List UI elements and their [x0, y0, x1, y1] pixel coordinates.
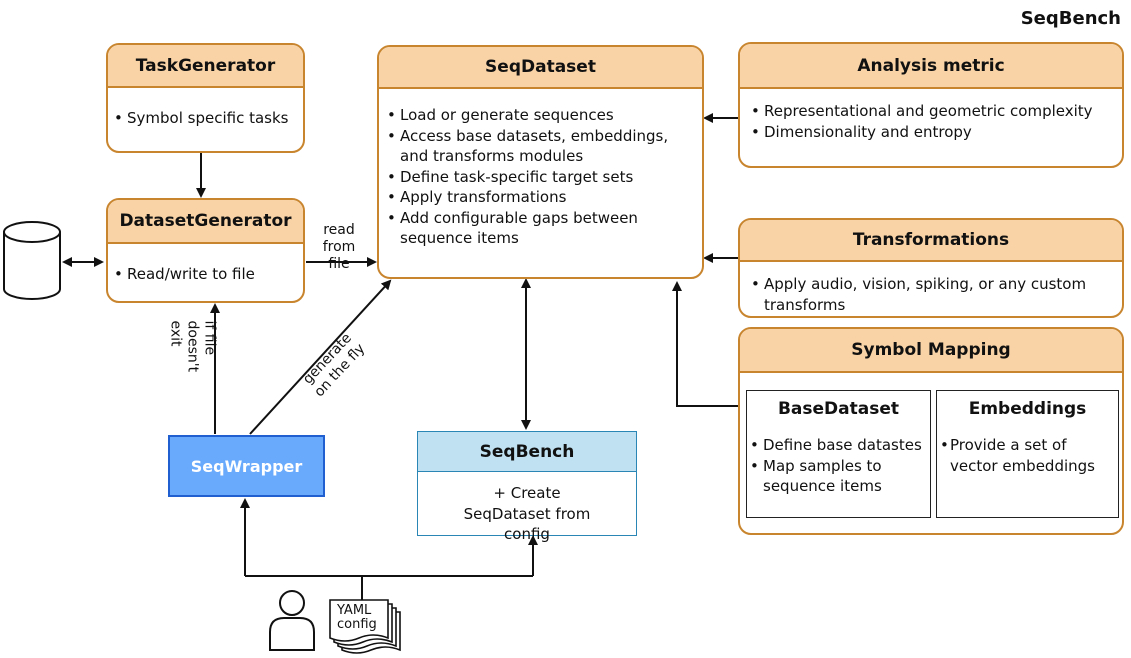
seq-bench-title: SeqBench: [418, 432, 636, 472]
task-generator-title: TaskGenerator: [108, 45, 303, 88]
list-item: Map samples to sequence items: [749, 456, 926, 497]
document-stack-icon: [329, 599, 401, 654]
diagram-title: SeqBench: [1020, 8, 1121, 29]
dataset-generator-title: DatasetGenerator: [108, 200, 303, 244]
list-item: Symbol specific tasks: [113, 108, 303, 129]
read-from-file-label: read from file: [322, 222, 356, 272]
arrow-symbol-to-dataset: [672, 281, 738, 407]
list-item: Dimensionality and entropy: [750, 122, 1116, 143]
if-file-doesnt-exist-label: if file doesn't exit: [167, 320, 218, 373]
symbol-mapping-title: Symbol Mapping: [740, 329, 1122, 373]
list-item: Apply transformations: [386, 187, 694, 208]
database-icon: [3, 221, 61, 300]
seq-dataset-card: SeqDataset Load or generate sequences Ac…: [377, 45, 704, 279]
seq-bench-box: SeqBench + Create SeqDataset from config: [417, 431, 637, 543]
list-item: Access base datasets, embeddings, and tr…: [386, 126, 694, 167]
seq-dataset-title: SeqDataset: [379, 47, 702, 89]
list-item: Read/write to file: [113, 264, 303, 285]
seq-wrapper-box: SeqWrapper: [168, 435, 325, 497]
embeddings-title: Embeddings: [968, 399, 1087, 419]
base-dataset-box: BaseDataset Define base datastes Map sam…: [746, 390, 931, 518]
list-item: Define base datastes: [749, 435, 926, 456]
embeddings-box: Embeddings Provide a set of vector embed…: [936, 390, 1119, 518]
seq-wrapper-title: SeqWrapper: [190, 456, 303, 476]
list-item: Define task-specific target sets: [386, 167, 694, 188]
analysis-metric-card: Analysis metric Representational and geo…: [738, 42, 1124, 168]
yaml-config-label: YAML config: [337, 603, 377, 632]
list-item: Load or generate sequences: [386, 105, 694, 126]
seq-bench-text: + Create SeqDataset from config: [463, 484, 591, 543]
task-generator-card: TaskGenerator Symbol specific tasks: [106, 43, 305, 153]
list-item: Provide a set of vector embeddings: [939, 435, 1114, 476]
arrow-generate-on-the-fly: [249, 279, 392, 435]
base-dataset-title: BaseDataset: [777, 399, 900, 419]
list-item: Add configurable gaps between sequence i…: [386, 208, 694, 249]
dataset-generator-card: DatasetGenerator Read/write to file: [106, 198, 305, 303]
list-item: Representational and geometric complexit…: [750, 101, 1116, 122]
analysis-metric-title: Analysis metric: [740, 44, 1122, 89]
transformations-card: Transformations Apply audio, vision, spi…: [738, 218, 1124, 318]
list-item: Apply audio, vision, spiking, or any cus…: [750, 274, 1116, 315]
transformations-title: Transformations: [740, 220, 1122, 262]
user-icon: [269, 590, 315, 651]
